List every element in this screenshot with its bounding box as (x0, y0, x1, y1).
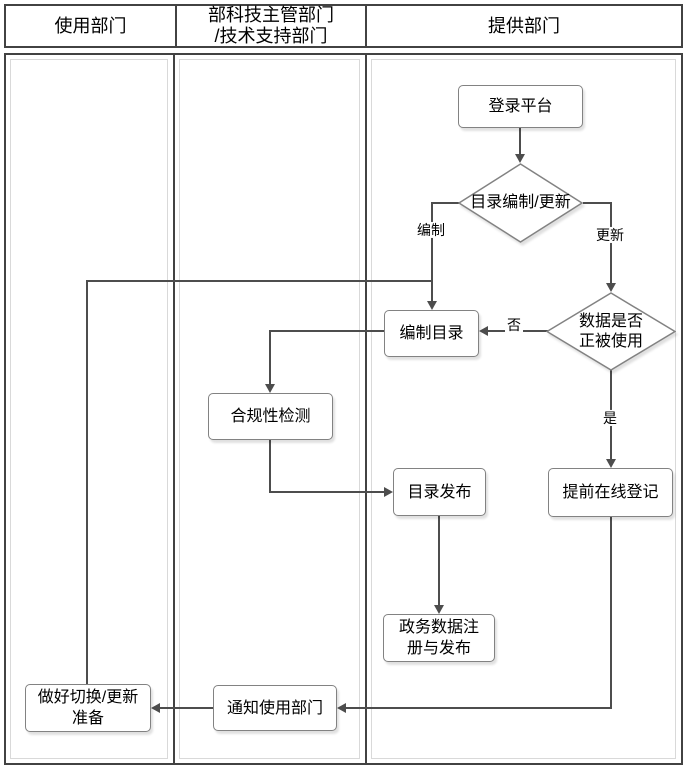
lane-inset-tech-support-department (179, 59, 360, 759)
diamond-shape (546, 292, 676, 371)
swimlane-body-frame (4, 53, 683, 765)
lane-inset-user-department (10, 59, 168, 759)
node-login-platform: 登录平台 (458, 85, 583, 128)
node-catalog-publish: 目录发布 (393, 468, 486, 516)
lane-divider-2 (365, 53, 367, 765)
edge-publish-to-register (438, 516, 440, 605)
node-compile-catalog: 编制目录 (384, 310, 479, 357)
edge-compliance-to-publish-v (269, 440, 271, 493)
node-decision-compile-or-update: 目录编制/更新 (458, 163, 583, 243)
lane-divider-1 (173, 53, 175, 765)
edge-register-to-notify-v (610, 517, 612, 709)
edge-compliance-to-publish-h (269, 491, 384, 493)
arrowhead-into-catalog-publish-icon (384, 487, 393, 497)
edge-compile-to-compliance-v (269, 330, 271, 384)
edge-compile-branch-h (431, 202, 459, 204)
arrowhead-into-register-online-icon (606, 459, 616, 468)
edge-notify-to-prepare (160, 707, 213, 709)
arrowhead-into-gov-register-icon (434, 605, 444, 614)
lane-title-user-department: 使用部门 (54, 15, 127, 36)
arrowhead-into-decision2-icon (606, 283, 616, 292)
node-register-online-in-advance: 提前在线登记 (548, 468, 673, 517)
node-prepare-switch-update: 做好切换/更新 准备 (25, 684, 151, 732)
arrowhead-into-compliance-icon (265, 384, 275, 393)
edge-branch-to-prepare-h (86, 280, 433, 282)
node-notify-user-department: 通知使用部门 (213, 685, 337, 731)
edge-label-update: 更新 (594, 226, 626, 244)
edge-register-to-notify-h (346, 707, 612, 709)
lane-title-provider-department: 提供部门 (365, 6, 681, 46)
edge-branch-to-prepare-v (86, 280, 88, 684)
edge-login-to-decision1 (519, 128, 521, 155)
diamond-shape (458, 163, 583, 243)
node-compliance-check: 合规性检测 (208, 393, 333, 440)
decision2-label: 数据是否 正被使用 (578, 312, 643, 350)
node-gov-data-register-publish: 政务数据注 册与发布 (383, 614, 495, 662)
edge-update-branch-h (583, 202, 612, 204)
lane-header-row: 使用部门 部科技主管部门 /技术支持部门 提供部门 (4, 4, 683, 48)
edge-label-no: 否 (505, 316, 523, 334)
edge-compile-to-compliance-h (269, 330, 385, 332)
edge-label-yes: 是 (601, 409, 619, 427)
lane-inset-provider-department (371, 59, 676, 759)
node-decision-data-in-use: 数据是否 正被使用 (546, 292, 676, 371)
arrowhead-into-prepare-icon (151, 703, 160, 713)
arrowhead-into-notify-icon (337, 703, 346, 713)
arrowhead-into-decision1-icon (515, 154, 525, 163)
lane-title-tech-support-department: 部科技主管部门 /技术支持部门 (175, 5, 365, 46)
edge-compile-branch-v (431, 202, 433, 301)
arrowhead-into-compile-catalog-icon (427, 301, 437, 310)
decision1-label: 目录编制/更新 (470, 194, 571, 211)
edge-label-compile: 编制 (415, 221, 447, 239)
arrowhead-into-compile-catalog-right-icon (479, 326, 488, 336)
